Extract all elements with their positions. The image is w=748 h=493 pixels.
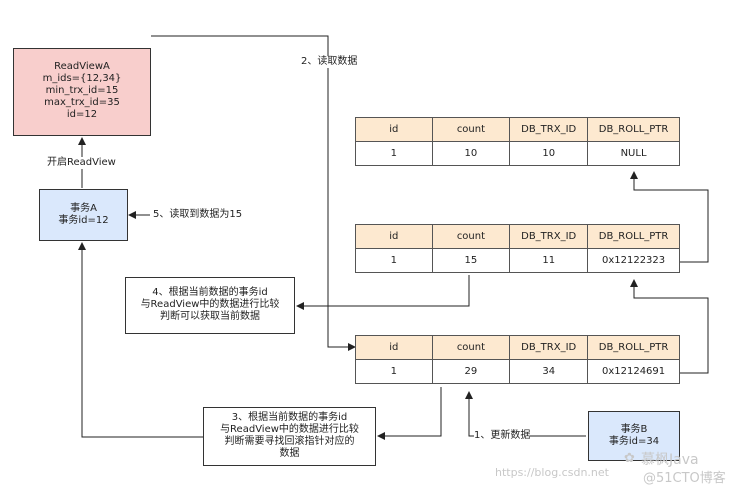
watermark-brand: 慕枫Java bbox=[641, 452, 699, 468]
record-3-roll-ptr: 0x12124691 bbox=[587, 359, 680, 384]
step5-label: 5、读取到数据为15 bbox=[153, 209, 243, 220]
column-header-count: count bbox=[431, 224, 511, 249]
note-3-box: 3、根据当前数据的事务id 与ReadView中的数据进行比较 判断需要寻找回滚… bbox=[203, 407, 376, 466]
record-2-count: 15 bbox=[431, 248, 511, 273]
step1-label: 1、更新数据 bbox=[474, 430, 531, 442]
transaction-b-box: 事务B 事务id=34 bbox=[588, 411, 680, 461]
record3-to-note3-arrow bbox=[377, 387, 442, 440]
update-arrow bbox=[465, 391, 586, 437]
column-header-count: count bbox=[431, 117, 511, 142]
watermark-brand-icon: ✿ bbox=[624, 451, 635, 466]
roll-ptr-arrow-3-to-2 bbox=[630, 279, 709, 374]
readview-m-ids: m_ids={12,34} bbox=[42, 73, 122, 84]
undo-record-1: id count DB_TRX_ID DB_ROLL_PTR 1 10 10 N… bbox=[355, 117, 680, 166]
watermark-url: https://blog.csdn.net bbox=[495, 466, 609, 479]
transaction-a-box: 事务A 事务id=12 bbox=[39, 189, 128, 241]
readview-id: id=12 bbox=[66, 109, 98, 120]
note-3-line-4: 数据 bbox=[279, 448, 300, 459]
note-4-line-2: 与ReadView中的数据进行比较 bbox=[140, 299, 280, 310]
note-4-box: 4、根据当前数据的事务id 与ReadView中的数据进行比较 判断可以获取当前… bbox=[125, 277, 295, 334]
note-3-line-3: 判断需要寻找回滚指针对应的 bbox=[224, 436, 355, 447]
record-3-id: 1 bbox=[355, 359, 433, 384]
readview-min-trx-id: min_trx_id=15 bbox=[45, 85, 119, 96]
record-1-roll-ptr: NULL bbox=[587, 141, 680, 166]
column-header-roll-ptr: DB_ROLL_PTR bbox=[587, 224, 680, 249]
record-3-trx-id: 34 bbox=[509, 359, 589, 384]
record-3-count: 29 bbox=[431, 359, 511, 384]
transaction-b-name: 事务B bbox=[620, 424, 648, 435]
undo-record-2: id count DB_TRX_ID DB_ROLL_PTR 1 15 11 0… bbox=[355, 224, 680, 273]
column-header-trx-id: DB_TRX_ID bbox=[509, 335, 589, 360]
record-2-trx-id: 11 bbox=[509, 248, 589, 273]
column-header-roll-ptr: DB_ROLL_PTR bbox=[587, 117, 680, 142]
readview-title: ReadViewA bbox=[54, 61, 110, 72]
column-header-trx-id: DB_TRX_ID bbox=[509, 117, 589, 142]
note-4-line-3: 判断可以获取当前数据 bbox=[160, 311, 260, 322]
column-header-roll-ptr: DB_ROLL_PTR bbox=[587, 335, 680, 360]
column-header-id: id bbox=[355, 224, 433, 249]
note3-to-txA-arrow bbox=[78, 242, 203, 438]
column-header-trx-id: DB_TRX_ID bbox=[509, 224, 589, 249]
undo-record-3: id count DB_TRX_ID DB_ROLL_PTR 1 29 34 0… bbox=[355, 335, 680, 384]
column-header-id: id bbox=[355, 335, 433, 360]
column-header-count: count bbox=[431, 335, 511, 360]
column-header-id: id bbox=[355, 117, 433, 142]
readview-box: ReadViewA m_ids={12,34} min_trx_id=15 ma… bbox=[13, 48, 151, 136]
step2-label: 2、读取数据 bbox=[301, 56, 358, 68]
note-3-line-2: 与ReadView中的数据进行比较 bbox=[220, 424, 359, 435]
readview-max-trx-id: max_trx_id=35 bbox=[44, 97, 120, 108]
record-1-trx-id: 10 bbox=[509, 141, 589, 166]
open-readview-label: 开启ReadView bbox=[47, 157, 116, 169]
read-data-arrow bbox=[151, 35, 356, 351]
note-3-line-1: 3、根据当前数据的事务id bbox=[231, 412, 348, 423]
note-4-line-1: 4、根据当前数据的事务id bbox=[152, 287, 268, 298]
record-1-count: 10 bbox=[431, 141, 511, 166]
transaction-a-name: 事务A bbox=[70, 203, 97, 214]
record-2-roll-ptr: 0x12122323 bbox=[587, 248, 680, 273]
record-2-id: 1 bbox=[355, 248, 433, 273]
record2-to-note4-arrow bbox=[296, 275, 470, 310]
transaction-b-id: 事务id=34 bbox=[608, 436, 660, 447]
transaction-a-id: 事务id=12 bbox=[58, 215, 109, 226]
record-1-id: 1 bbox=[355, 141, 433, 166]
watermark-blog: @51CTO博客 bbox=[643, 471, 726, 486]
roll-ptr-arrow-2-to-1 bbox=[630, 171, 709, 263]
